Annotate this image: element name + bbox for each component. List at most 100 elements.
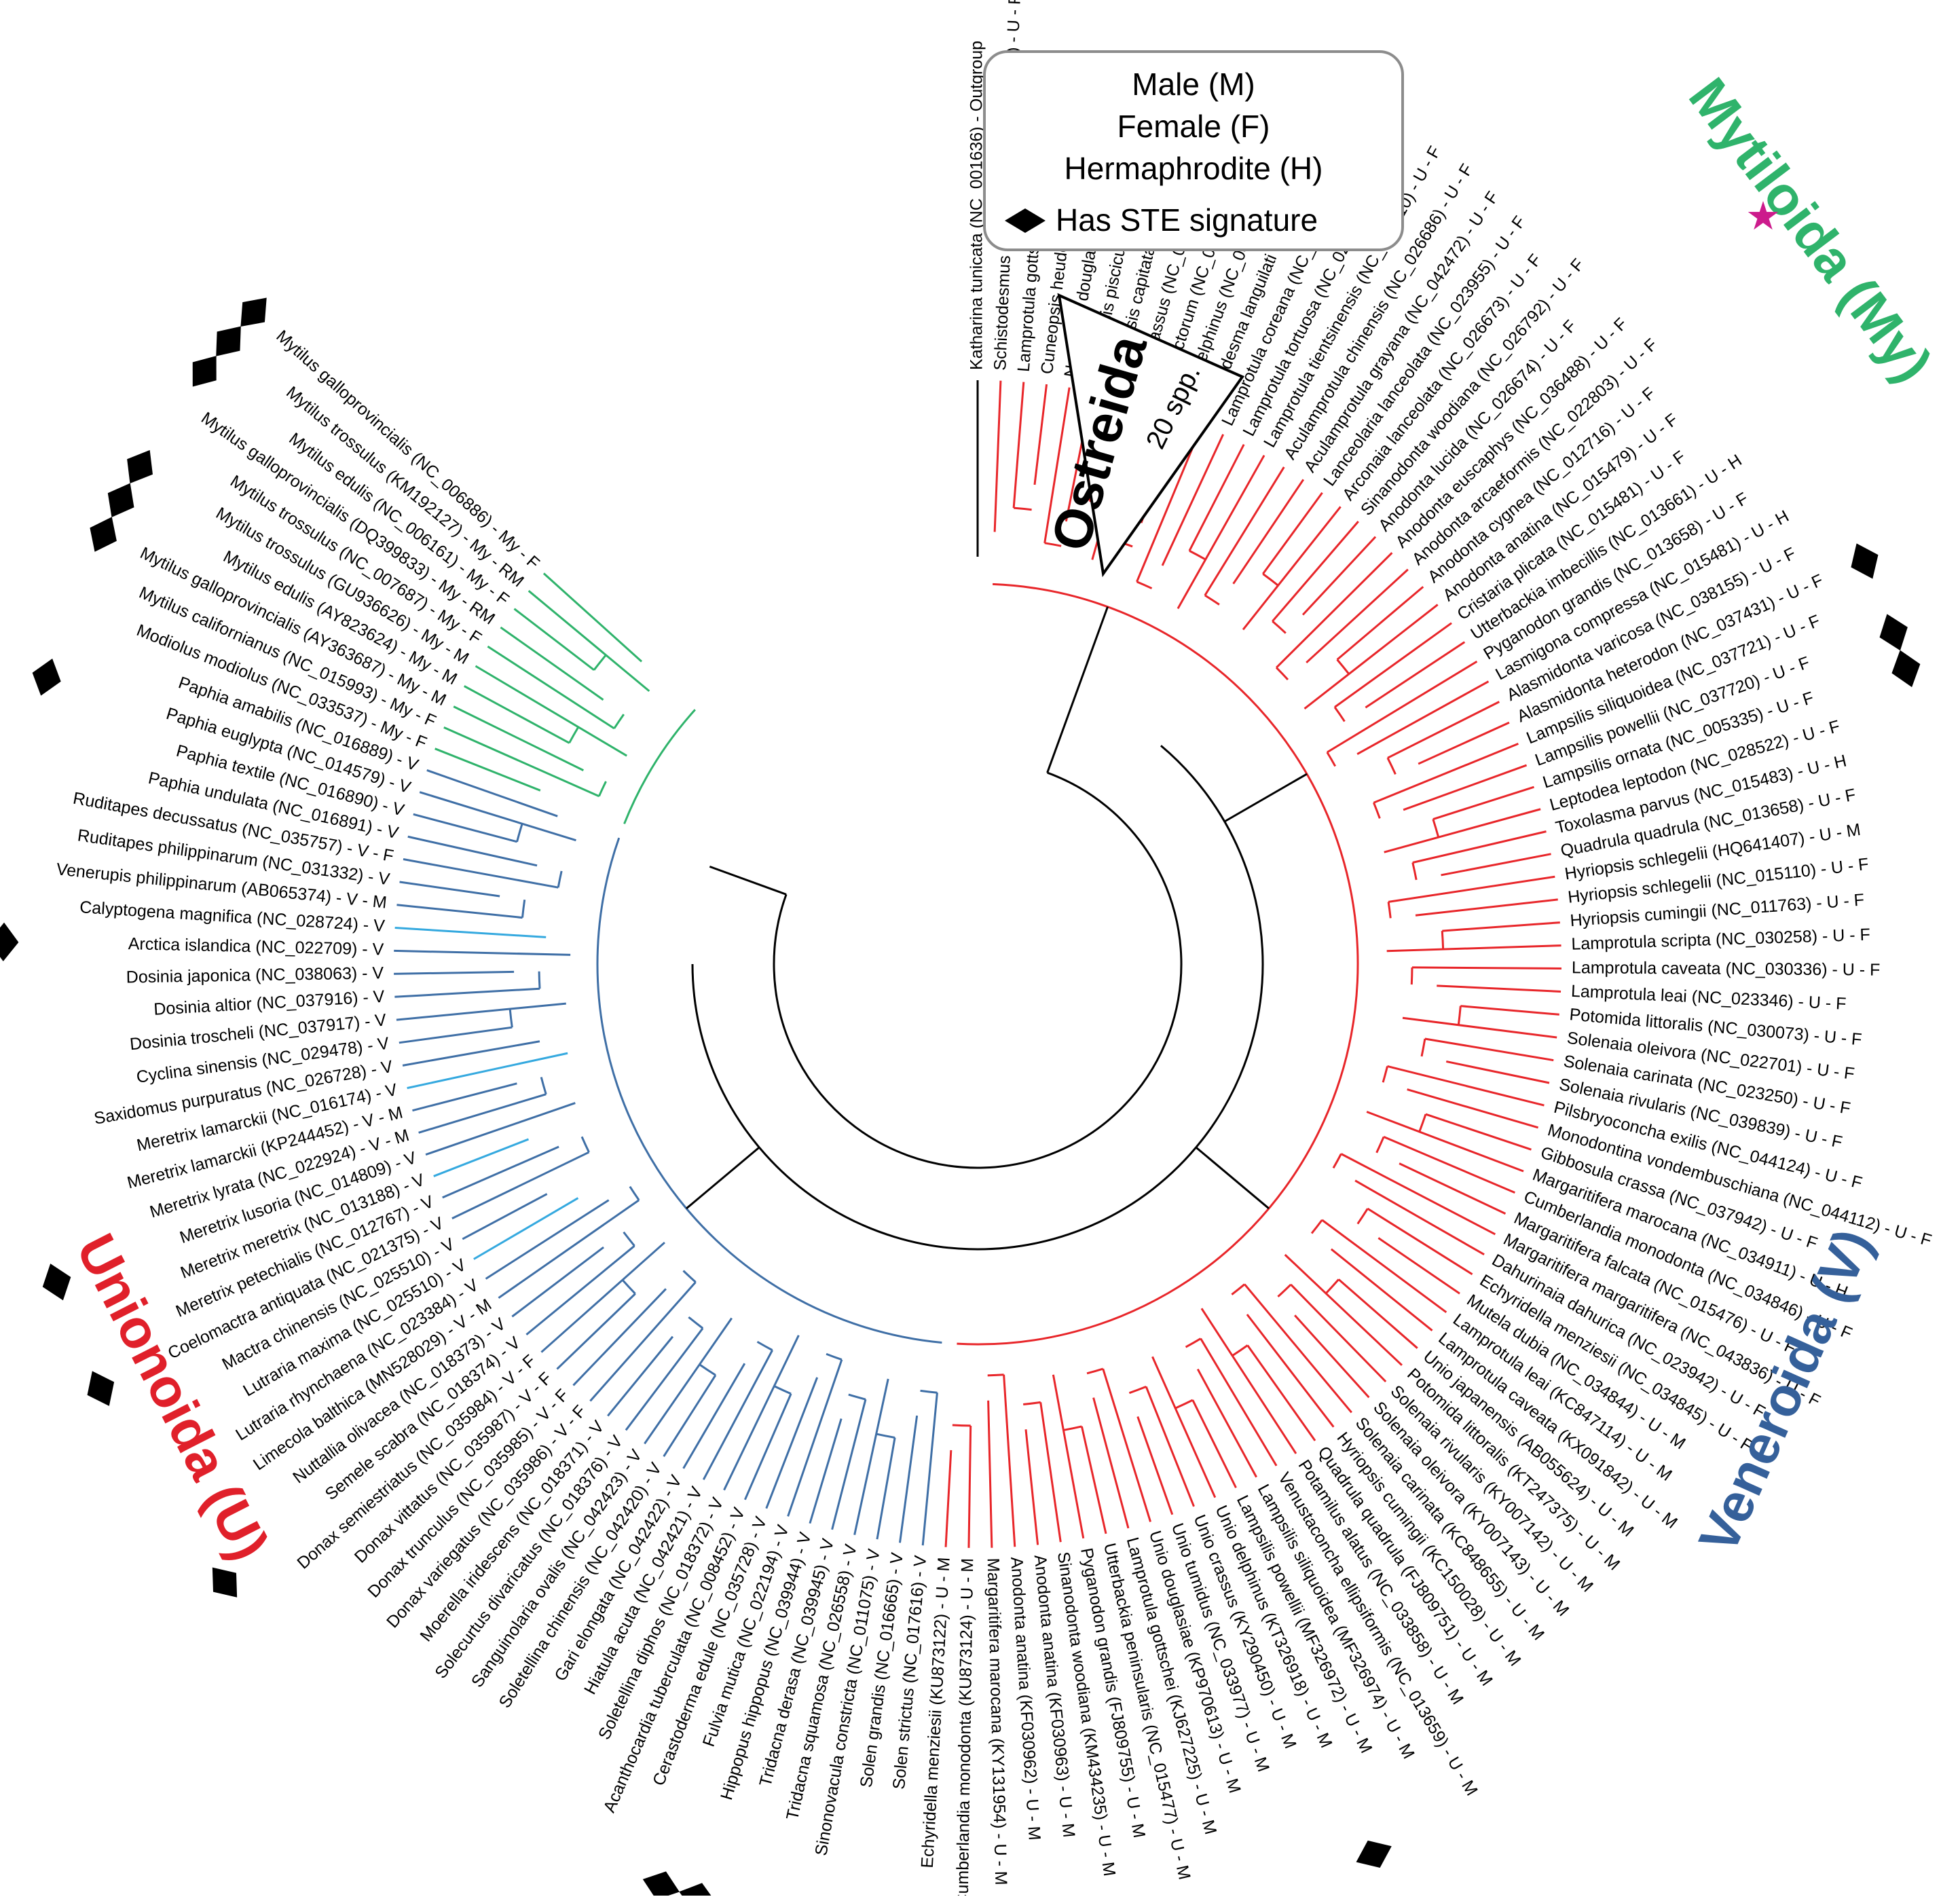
tip-branch (1367, 1207, 1473, 1276)
tip-branch (1327, 660, 1478, 754)
sister-arc (1310, 1219, 1323, 1234)
tip-branch (682, 1363, 746, 1469)
tip-branch (1272, 520, 1359, 623)
tip-branch (1246, 1314, 1335, 1428)
tip-branch (607, 1335, 674, 1417)
sister-arc (1386, 757, 1397, 775)
sister-arc (516, 823, 523, 843)
tip-branch (498, 1199, 640, 1299)
sister-arc (1336, 659, 1350, 675)
tree-branches (394, 380, 1561, 1548)
group-label-mytiloida: Mytiloida (My) (1678, 67, 1944, 392)
tip-branch (540, 1241, 665, 1353)
sister-arc (593, 654, 607, 671)
tip-branch (853, 1378, 889, 1535)
tip-branch (1136, 1416, 1174, 1515)
tip-branch (625, 1327, 704, 1431)
tip-branch (1306, 568, 1409, 664)
sister-arc (682, 1270, 697, 1283)
sister-arc (621, 1279, 636, 1295)
sister-arc (597, 781, 607, 797)
sister-arc (1189, 549, 1206, 561)
tip-branch (1200, 1338, 1278, 1467)
tip-branch (1033, 384, 1048, 485)
tip-branch (1284, 1253, 1403, 1366)
tip-branch (1294, 1314, 1370, 1399)
sister-arc (1375, 1136, 1385, 1154)
tip-branch (944, 1450, 953, 1547)
sister-arc (1382, 1066, 1388, 1083)
tip-branch (399, 1026, 513, 1044)
tip-branch (1232, 479, 1305, 585)
sister-arc (540, 1077, 547, 1095)
tip-branch (1437, 984, 1561, 993)
sister-arc (613, 714, 625, 729)
tip-branch (1383, 1136, 1515, 1194)
tip-branch (663, 1374, 717, 1457)
ste-diamond-icon (1879, 614, 1908, 651)
tip-branch (528, 590, 650, 693)
tip-branch (1012, 382, 1025, 509)
tip-branch (1340, 1153, 1496, 1236)
tip-branch (898, 1415, 919, 1543)
root-branch (1195, 1146, 1270, 1210)
tip-branch (433, 1138, 530, 1177)
tip-branch (967, 1425, 972, 1548)
ste-diamond-icon (42, 1264, 71, 1301)
tip-branch (1177, 454, 1265, 610)
tip-branch (396, 904, 523, 919)
root-arc (773, 771, 1183, 1169)
sister-arc (876, 1433, 895, 1439)
tip-branch (1242, 506, 1342, 631)
tip-branch (702, 1349, 773, 1481)
tip-branch (485, 1199, 610, 1280)
tip-label: Cumberlandia monodonta (KU873124) - U - … (953, 1558, 978, 1896)
tip-branch (462, 1193, 548, 1240)
tip-branch (987, 1400, 993, 1548)
tip-branch (399, 881, 500, 898)
sister-arc (1136, 580, 1153, 589)
tip-branch (464, 685, 570, 744)
sister-arc (1262, 573, 1279, 587)
tip-branch (1384, 808, 1541, 853)
tip-branch (1412, 830, 1547, 864)
tip-branch (443, 726, 599, 798)
tip-branch (831, 1399, 867, 1530)
tip-branch (1442, 921, 1560, 932)
tip-branch (542, 572, 643, 663)
tip-branch (1445, 1060, 1550, 1084)
tip-branch (451, 1151, 590, 1220)
ste-diamond-icon (1891, 650, 1921, 688)
sister-arc (1128, 1385, 1147, 1395)
tip-label: Margaritifera marocana (KY131954) - U - … (984, 1557, 1011, 1885)
sister-arc (1276, 667, 1289, 680)
sister-arc (952, 1424, 971, 1427)
tip-branch (453, 705, 585, 771)
tip-branch (723, 1335, 800, 1491)
tip-branch (425, 1102, 576, 1156)
tip-branch (1415, 898, 1558, 917)
tip-branch (1366, 1111, 1524, 1173)
tip-branch (1196, 1368, 1257, 1478)
sister-arc (1418, 1113, 1427, 1132)
tip-branch (1039, 1402, 1062, 1543)
tip-branch (1024, 1429, 1039, 1545)
tip-branch (1145, 1386, 1195, 1507)
tip-branch (1043, 387, 1071, 544)
tip-branch (1188, 443, 1245, 551)
legend-hermaphrodite: Hermaphrodite (H) (1065, 151, 1323, 186)
tip-branch (500, 626, 604, 701)
ste-diamond-icon (32, 658, 61, 696)
legend: Male (M) Female (F) Hermaphrodite (H) Ha… (983, 50, 1404, 251)
tip-branch (1354, 1179, 1485, 1256)
tip-branch (1003, 1374, 1016, 1547)
ste-diamond-icon (127, 449, 153, 484)
tip-branch (921, 1393, 938, 1546)
ste-diamond-icon (679, 1883, 717, 1899)
tip-branch (1161, 434, 1225, 566)
tip-branch (413, 813, 517, 843)
tip-branch (1403, 764, 1528, 811)
sister-arc (987, 1373, 1004, 1377)
sister-arc (1277, 1283, 1292, 1297)
